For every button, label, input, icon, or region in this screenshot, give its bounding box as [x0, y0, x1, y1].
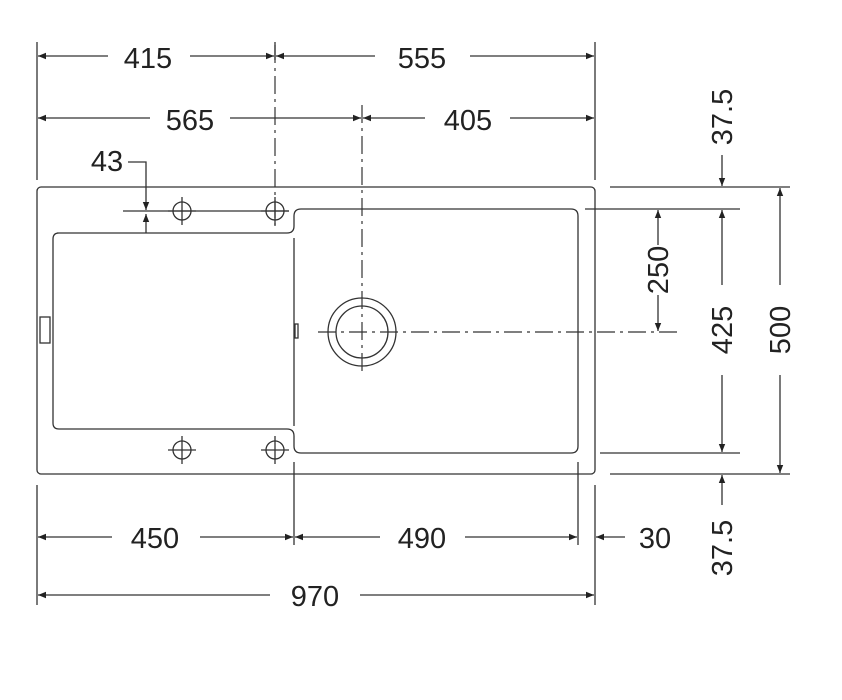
dim-label-bottom-rim: 37.5 [707, 520, 739, 576]
drainboard-and-bowl-outline [52, 208, 579, 454]
dim-label-565: 565 [166, 105, 214, 137]
tap-hole-icon [168, 436, 196, 464]
dim-label-43: 43 [91, 146, 123, 178]
dim-label-30: 30 [639, 523, 671, 555]
dim-label-490: 490 [398, 523, 446, 555]
dim-label-425: 425 [707, 306, 739, 354]
overflow-slot [39, 316, 51, 344]
dim-label-450: 450 [131, 523, 179, 555]
extension-lines [36, 42, 790, 605]
tap-hole-icon [261, 436, 289, 464]
dimension-lines [38, 52, 784, 599]
dim-label-500: 500 [765, 306, 797, 354]
dim-label-970: 970 [291, 581, 339, 613]
dim-label-top-rim: 37.5 [707, 89, 739, 145]
tap-holes [123, 197, 289, 464]
center-lines [274, 45, 680, 375]
dim-label-250: 250 [643, 246, 675, 294]
dim-label-555: 555 [398, 43, 446, 75]
dim-label-415: 415 [124, 43, 172, 75]
bowl-overflow [294, 323, 299, 339]
dim-label-405: 405 [444, 105, 492, 137]
sink-outline [36, 186, 596, 475]
